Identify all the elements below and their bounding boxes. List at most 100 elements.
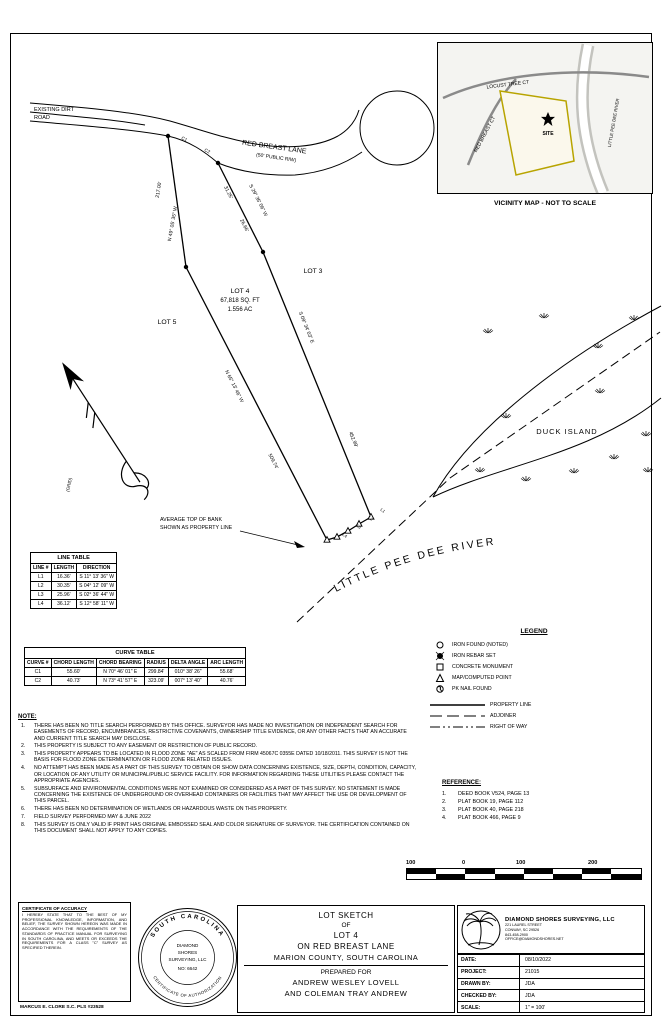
cell: 25.96' [50,590,78,600]
company-name: DIAMOND SHORES SURVEYING, LLC [505,917,615,924]
lot4-name-label: LOT 4 [231,288,250,295]
legend-line-item: RIGHT OF WAY [428,721,640,732]
line-table-header: LENGTH [50,563,78,573]
surveyor-name: MARCUS E. CLORE S.C. PLS #23528 [20,1005,104,1010]
info-value: 1" = 100' [525,1004,546,1011]
curve-table-title: CURVE TABLE [23,647,247,659]
duck-island-label: DUCK ISLAND [536,427,597,436]
note-number: 2. [21,743,26,750]
existing-dirt-road-label-2: ROAD [34,115,50,121]
river-bank-lines [296,305,662,623]
note-text: THIS SURVEY IS ONLY VALID IF PRINT HAS O… [34,821,410,834]
table-row: C1 55.60' N 70° 46' 01" E 299.84' 010° 3… [24,667,247,677]
seal-arc-bottom: CERTIFICATE OF AUTHORIZATION [152,975,222,998]
reference-text: PLAT BOOK 40, PAGE 218 [458,807,524,813]
reference-number: 1. [442,791,447,797]
curve-c1-label: C1 [181,135,189,142]
seal-center-line: SHORES [178,950,197,955]
note-item: 7. FIELD SURVEY PERFORMED MAY & JUNE 202… [18,814,416,820]
line-table-header: LINE # [30,563,52,573]
note-item: 5. SUBSURFACE AND ENVIRONMENTAL CONDITIO… [18,786,416,805]
vicinity-map: LOCUST TREE CT RED BREAST CT LITTLE PEE … [437,42,653,194]
reference-text: PLAT BOOK 19, PAGE 112 [458,799,524,805]
note-item: 3. THIS PROPERTY APPEARS TO BE LOCATED I… [18,751,416,764]
curve-c2-label: C2 [204,147,212,154]
cell: C2 [24,676,52,686]
info-label: DATE: [458,955,520,966]
cell: 323.09' [143,676,169,686]
west-line-bearing: N 49° 05' 35" W [167,206,179,242]
l1-label: L1 [379,507,386,514]
road-name-label: RED BREAST LANE [242,140,308,156]
vicinity-site-label: SITE [542,131,554,137]
vicinity-locust-label: LOCUST TREE CT [486,79,529,90]
lot3-label: LOT 3 [304,268,323,275]
vicinity-redbreast-label: RED BREAST CT [473,115,497,153]
scale-label: 100 [406,860,416,866]
cell: 40.76' [207,676,247,686]
note-text: THIS PROPERTY APPEARS TO BE LOCATED IN F… [34,751,408,764]
line-table-title: LINE TABLE [29,552,118,564]
surveyor-seal: SOUTH CAROLINA CERTIFICATE OF AUTHORIZAT… [138,908,237,1007]
note-number: 5. [21,785,26,792]
cell: S 12° 58' 11" W [76,599,118,609]
grid-label: (GRID) [65,477,73,492]
south-line-distance: 509.74' [267,453,280,470]
cell: 40.73' [50,676,97,686]
seal-center-line: DIAMOND [177,943,199,948]
table-row: L2 30.35' S 04° 12' 09" W [30,581,118,591]
scale-bar-labels: 100 0 100 200 [406,860,642,867]
company-phone: 843-458-2900 [505,932,528,937]
cul-de-sac [359,90,435,166]
reference-number: 2. [442,799,447,805]
info-value: 08/10/2022 [525,957,551,964]
reference-section: REFERENCE: 1. DEED BOOK V524, PAGE 13 2.… [442,780,644,822]
reference-item: 1. DEED BOOK V524, PAGE 13 [442,790,644,798]
title-line-7: ANDREW WESLEY LOVELL [292,978,400,987]
property-line-sample [428,703,486,707]
east-line-distance: 452.99' [347,431,359,448]
line-table: LINE TABLE LINE # LENGTH DIRECTION L1 16… [29,552,118,609]
cell: L4 [30,599,52,609]
info-row-scale: SCALE: 1" = 100' [458,1001,644,1013]
info-row-checked-by: CHECKED BY: JDA [458,989,644,1002]
l2-label: L2 [367,515,374,522]
info-label: SCALE: [458,1002,520,1013]
note-text: FIELD SURVEY PERFORMED MAY & JUNE 2022 [34,813,151,820]
note-text: SUBSURFACE AND ENVIRONMENTAL CONDITIONS … [34,785,407,805]
svg-text:CERTIFICATE OF AUTHORIZATION: CERTIFICATE OF AUTHORIZATION [152,975,222,998]
cell: S 04° 12' 09" W [76,581,118,591]
note-item: 6. THERE HAS BEEN NO DETERMINATION OF WE… [18,806,416,812]
north-arrow [62,362,150,501]
reference-number: 4. [442,815,447,821]
table-row: L3 25.96' S 02° 36' 44" W [30,590,118,600]
cell: 55.68' [207,667,247,677]
road-outline [29,90,435,176]
existing-dirt-road-label-1: EXISTING DIRT [34,107,75,113]
info-value: JDA [525,980,535,987]
east-line-bearing: S 09° 34' 03" E [297,311,315,345]
title-line-2: OF [341,922,351,929]
info-row-project: PROJECT: 21015 [458,965,644,978]
computed-points [323,513,375,543]
title-line-1: LOT SKETCH [318,911,374,920]
legend-item: IRON REBAR SET [428,650,640,661]
adjoiner-line-sample [428,714,486,718]
road-rw-label: (50' PUBLIC R/W) [256,152,297,164]
bank-leader-arrow [239,530,305,548]
legend-item: IRON FOUND (NOTED) [428,639,640,650]
title-line-4: ON RED BREAST LANE [297,942,395,951]
reference-item: 2. PLAT BOOK 19, PAGE 112 [442,798,644,806]
l3-label: L3 [355,523,362,530]
legend-line-item: PROPERTY LINE [428,699,640,710]
info-value: JDA [525,992,535,999]
svg-text:SOUTH CAROLINA: SOUTH CAROLINA [150,914,225,939]
reference-title: REFERENCE: [442,780,482,786]
concrete-monument-icon [428,662,452,672]
note-text: THERE HAS BEEN NO DETERMINATION OF WETLA… [34,806,288,813]
seal-center-line: NO: 6642 [178,966,198,971]
curve-table: CURVE TABLE CURVE # CHORD LENGTH CHORD B… [23,647,247,686]
cell: 55.60' [50,667,97,677]
title-line-6: PREPARED FOR [320,969,372,976]
